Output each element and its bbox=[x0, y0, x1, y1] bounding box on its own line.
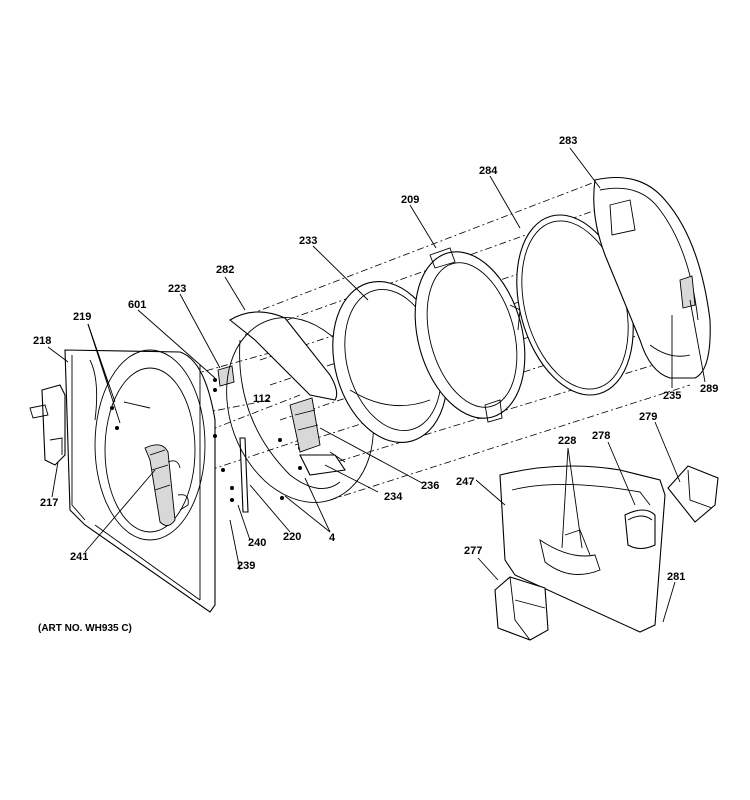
callout-241: 241 bbox=[70, 551, 88, 563]
callout-228: 228 bbox=[558, 435, 576, 447]
hinge-part bbox=[217, 365, 235, 387]
callout-239: 239 bbox=[237, 560, 255, 572]
callout-112: 112 bbox=[253, 393, 271, 405]
handle-part bbox=[144, 444, 189, 526]
art-number-note: (ART NO. WH935 C) bbox=[38, 623, 132, 634]
callout-223: 223 bbox=[168, 283, 186, 295]
callout-284: 284 bbox=[479, 165, 498, 177]
callout-601: 601 bbox=[128, 299, 146, 311]
callout-236: 236 bbox=[421, 480, 439, 492]
callout-278: 278 bbox=[592, 430, 610, 442]
callout-283: 283 bbox=[559, 135, 577, 147]
callout-279: 279 bbox=[639, 411, 657, 423]
rear-bulkhead bbox=[593, 177, 711, 379]
lint-filter-part bbox=[624, 509, 656, 550]
blower-housing bbox=[494, 576, 549, 641]
callout-218: 218 bbox=[33, 335, 51, 347]
lower-duct bbox=[499, 465, 666, 633]
leader-lines bbox=[47, 147, 706, 623]
glide-brackets bbox=[289, 397, 346, 476]
callout-209: 209 bbox=[401, 194, 419, 206]
callout-289: 289 bbox=[700, 383, 718, 395]
callout-247: 247 bbox=[456, 476, 474, 488]
callout-233: 233 bbox=[299, 235, 317, 247]
callout-234: 234 bbox=[384, 491, 403, 503]
front-panel bbox=[64, 349, 216, 613]
callout-4: 4 bbox=[329, 532, 336, 544]
callout-277: 277 bbox=[464, 545, 482, 557]
callout-282: 282 bbox=[216, 264, 234, 276]
callout-281: 281 bbox=[667, 571, 685, 583]
rod-part bbox=[239, 437, 249, 513]
latch-bracket bbox=[29, 384, 66, 466]
duct-cover bbox=[667, 465, 719, 523]
callout-217: 217 bbox=[40, 497, 58, 509]
screws bbox=[110, 378, 302, 502]
callout-240: 240 bbox=[248, 537, 266, 549]
callout-235: 235 bbox=[663, 390, 681, 402]
callout-labels: 218 219 217 241 239 240 220 601 223 282 … bbox=[33, 135, 718, 634]
callout-219: 219 bbox=[73, 311, 91, 323]
callout-220: 220 bbox=[283, 531, 301, 543]
